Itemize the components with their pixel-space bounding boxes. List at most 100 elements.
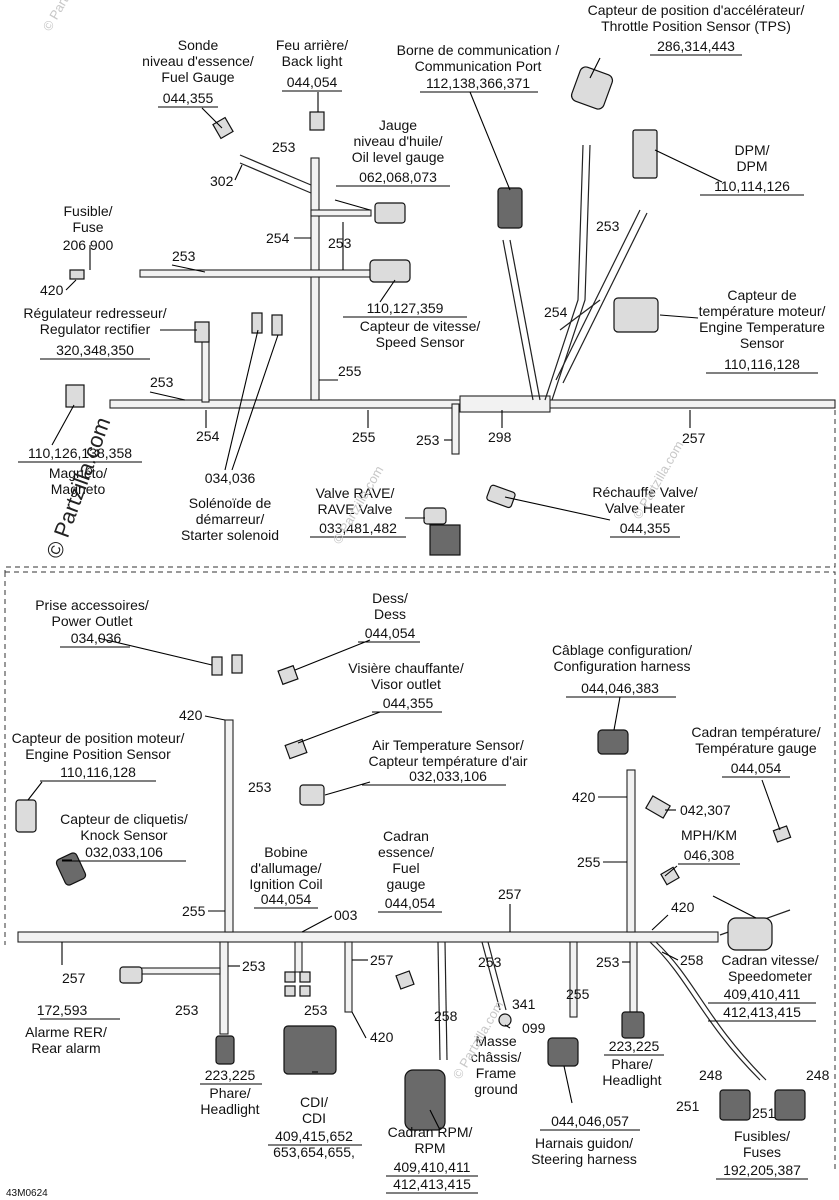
svg-text:Magnéto/: Magnéto/ xyxy=(49,465,107,481)
svg-text:Speed Sensor: Speed Sensor xyxy=(376,334,465,350)
svg-text:110,127,359: 110,127,359 xyxy=(367,300,444,316)
svg-text:niveau d'essence/: niveau d'essence/ xyxy=(142,53,254,69)
svg-text:420: 420 xyxy=(370,1029,394,1045)
svg-text:255: 255 xyxy=(577,854,601,870)
label-headlight-left: 223,225 Phare/ Headlight xyxy=(200,1067,262,1117)
label-fuse: Fusible/ Fuse 206 900 xyxy=(63,203,114,253)
svg-text:Jauge: Jauge xyxy=(379,117,417,133)
label-starter-solenoid: 034,036 Solénoïde de démarreur/ Starter … xyxy=(181,470,279,543)
svg-text:409,410,411: 409,410,411 xyxy=(394,1159,471,1175)
svg-text:Réchauffe Valve/: Réchauffe Valve/ xyxy=(592,484,697,500)
svg-text:DPM/: DPM/ xyxy=(735,142,770,158)
svg-text:044,054: 044,054 xyxy=(731,760,782,776)
svg-text:Starter solenoid: Starter solenoid xyxy=(181,527,279,543)
svg-text:Headlight: Headlight xyxy=(200,1101,259,1117)
svg-text:Throttle Position Sensor (TPS): Throttle Position Sensor (TPS) xyxy=(601,18,791,34)
svg-text:Rear alarm: Rear alarm xyxy=(31,1040,100,1056)
label-dpm: DPM/ DPM 110,114,126 xyxy=(700,142,804,196)
svg-text:Headlight: Headlight xyxy=(602,1072,661,1088)
svg-text:257: 257 xyxy=(682,430,706,446)
svg-text:Valve RAVE/: Valve RAVE/ xyxy=(316,485,395,501)
svg-text:Fuel: Fuel xyxy=(392,860,419,876)
label-fuel-gauge: Cadran essence/ Fuel gauge 044,054 xyxy=(378,828,442,913)
svg-text:042,307: 042,307 xyxy=(680,802,731,818)
svg-text:412,413,415: 412,413,415 xyxy=(393,1176,471,1192)
label-temperature-gauge: Cadran température/ Température gauge 04… xyxy=(691,724,821,778)
svg-text:110,126,138,358: 110,126,138,358 xyxy=(28,445,132,461)
svg-text:niveau d'huile/: niveau d'huile/ xyxy=(353,133,442,149)
svg-text:409,410,411: 409,410,411 xyxy=(724,986,801,1002)
svg-text:Steering harness: Steering harness xyxy=(531,1151,637,1167)
label-back-light: Feu arrière/ Back light 044,054 xyxy=(276,37,348,92)
svg-text:MPH/KM: MPH/KM xyxy=(681,827,737,843)
svg-text:Valve Heater: Valve Heater xyxy=(605,500,685,516)
svg-text:253: 253 xyxy=(172,248,196,264)
svg-text:253: 253 xyxy=(596,218,620,234)
label-valve-heater: Réchauffe Valve/ Valve Heater 044,355 xyxy=(592,484,698,538)
label-visor-outlet: Visière chauffante/ Visor outlet 044,355 xyxy=(348,660,464,713)
svg-text:Frame: Frame xyxy=(476,1065,517,1081)
svg-text:Borne de communication /: Borne de communication / xyxy=(397,42,560,58)
svg-text:251: 251 xyxy=(752,1105,776,1121)
svg-text:Fuses: Fuses xyxy=(743,1144,781,1160)
svg-text:255: 255 xyxy=(182,903,206,919)
upper-callouts: 253 302 254 253 253 420 253 254 255 255 … xyxy=(40,139,706,448)
svg-text:110,116,128: 110,116,128 xyxy=(60,764,136,780)
svg-text:Engine Temperature: Engine Temperature xyxy=(699,319,825,335)
svg-text:Cadran vitesse/: Cadran vitesse/ xyxy=(721,952,818,968)
label-mph-km: MPH/KM 046,308 xyxy=(678,827,740,865)
label-rave-valve: Valve RAVE/ RAVE Valve 033,481,482 xyxy=(310,485,406,538)
svg-text:Capteur de: Capteur de xyxy=(727,287,796,303)
svg-text:Engine Position Sensor: Engine Position Sensor xyxy=(25,746,171,762)
label-power-outlet: Prise accessoires/ Power Outlet 034,036 xyxy=(35,597,149,648)
svg-text:Ignition Coil: Ignition Coil xyxy=(249,876,322,892)
svg-text:044,046,383: 044,046,383 xyxy=(581,680,659,696)
svg-text:653,654,655,: 653,654,655, xyxy=(273,1144,355,1160)
svg-text:253: 253 xyxy=(596,954,620,970)
svg-text:255: 255 xyxy=(338,363,362,379)
svg-text:412,413,415: 412,413,415 xyxy=(723,1004,801,1020)
svg-text:DPM: DPM xyxy=(736,158,767,174)
label-speedometer: Cadran vitesse/ Speedometer 409,410,411 … xyxy=(708,952,819,1022)
svg-text:Sensor: Sensor xyxy=(740,335,785,351)
svg-text:420: 420 xyxy=(671,899,695,915)
svg-text:Visor outlet: Visor outlet xyxy=(371,676,441,692)
svg-text:Regulator rectifier: Regulator rectifier xyxy=(40,321,151,337)
svg-text:044,054: 044,054 xyxy=(385,895,436,911)
svg-text:257: 257 xyxy=(62,970,86,986)
leader-lines xyxy=(27,57,781,1131)
svg-text:Dess: Dess xyxy=(374,606,406,622)
svg-text:Capteur température d'air: Capteur température d'air xyxy=(368,753,527,769)
svg-text:ground: ground xyxy=(474,1081,518,1097)
svg-text:223,225: 223,225 xyxy=(205,1067,256,1083)
svg-text:Speedometer: Speedometer xyxy=(728,968,812,984)
svg-text:044,054: 044,054 xyxy=(365,625,416,641)
svg-text:CDI/: CDI/ xyxy=(300,1094,328,1110)
svg-text:034,036: 034,036 xyxy=(71,630,122,646)
label-headlight-right: 223,225 Phare/ Headlight xyxy=(602,1038,664,1088)
svg-text:172,593: 172,593 xyxy=(37,1002,88,1018)
svg-text:Fusible/: Fusible/ xyxy=(63,203,112,219)
svg-text:Sonde: Sonde xyxy=(178,37,219,53)
upper-labels: Sonde niveau d'essence/ Fuel Gauge 044,3… xyxy=(18,2,826,543)
svg-text:248: 248 xyxy=(806,1067,830,1083)
svg-text:253: 253 xyxy=(175,1002,199,1018)
svg-text:essence/: essence/ xyxy=(378,844,434,860)
label-oil-level-gauge: Jauge niveau d'huile/ Oil level gauge 06… xyxy=(336,117,450,187)
svg-text:255: 255 xyxy=(566,986,590,1002)
svg-text:420: 420 xyxy=(572,789,596,805)
svg-text:033,481,482: 033,481,482 xyxy=(319,520,397,536)
label-speed-sensor: 110,127,359 Capteur de vitesse/ Speed Se… xyxy=(343,300,480,350)
svg-text:003: 003 xyxy=(334,907,358,923)
upper-main-harness xyxy=(109,144,836,455)
svg-text:320,348,350: 320,348,350 xyxy=(56,342,134,358)
svg-text:251: 251 xyxy=(676,1098,700,1114)
svg-text:Fuse: Fuse xyxy=(72,219,103,235)
svg-text:Cadran: Cadran xyxy=(383,828,429,844)
svg-text:Prise accessoires/: Prise accessoires/ xyxy=(35,597,149,613)
svg-text:Câblage configuration/: Câblage configuration/ xyxy=(552,642,692,658)
svg-text:Alarme RER/: Alarme RER/ xyxy=(25,1024,107,1040)
label-rear-alarm: 172,593 Alarme RER/ Rear alarm xyxy=(25,1002,120,1056)
label-knock-sensor: Capteur de cliquetis/ Knock Sensor 032,0… xyxy=(60,811,188,862)
